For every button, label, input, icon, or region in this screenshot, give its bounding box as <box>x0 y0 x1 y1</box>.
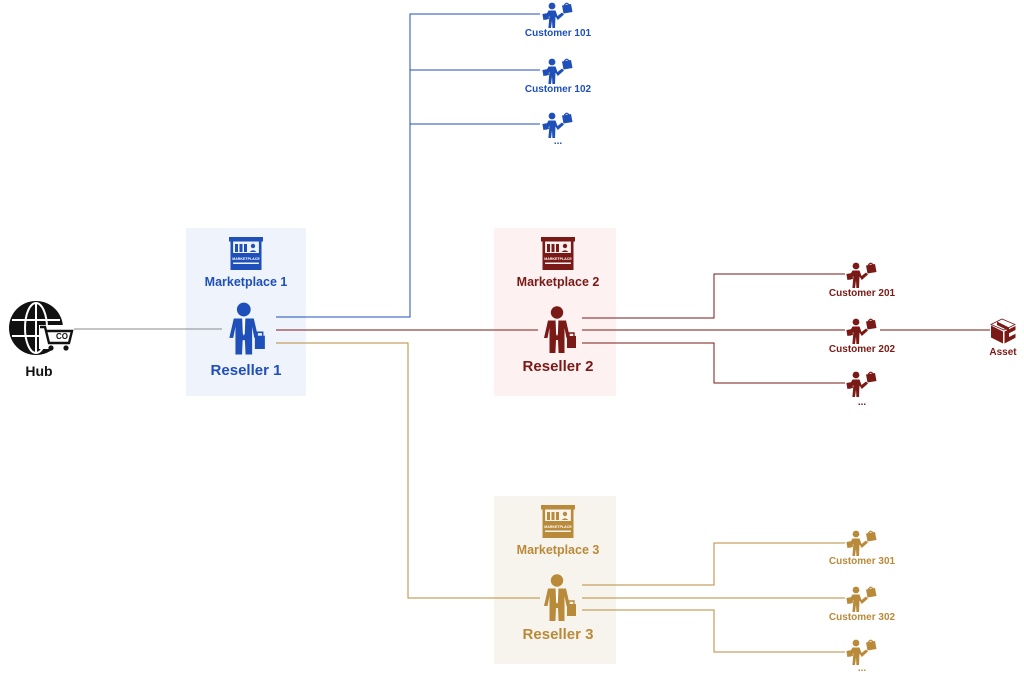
customer-1-more-label: ... <box>553 136 563 147</box>
customer-1-2-icon <box>542 58 574 84</box>
reseller-3-to-customer-301-line <box>582 542 845 586</box>
customer-2-1-icon <box>846 262 878 288</box>
globe-cart-icon: CO <box>9 301 74 355</box>
marketplace-3-stall-icon <box>541 505 575 538</box>
reseller-2-person-icon <box>543 306 577 354</box>
customer-202-label: Customer 202 <box>828 344 896 355</box>
customer-302-label: Customer 302 <box>828 612 896 623</box>
customer-2-3-icon <box>846 371 878 397</box>
reseller-2-to-customer-2-more-line <box>582 342 845 384</box>
customer-201-label: Customer 201 <box>828 288 896 299</box>
reseller-1-person-icon <box>228 302 266 356</box>
customer-2-more-label: ... <box>857 397 867 408</box>
asset-label: Asset <box>989 347 1017 358</box>
marketplace-1-label: Marketplace 1 <box>204 275 288 289</box>
customer-3-2-icon <box>846 586 878 612</box>
customer-1-3-icon <box>542 112 574 138</box>
customer-101-label: Customer 101 <box>524 28 592 39</box>
marketplace-3-label: Marketplace 3 <box>516 543 600 557</box>
reseller-1-to-customer-101-line <box>276 13 540 318</box>
customer-301-label: Customer 301 <box>828 556 896 567</box>
reseller-3-label: Reseller 3 <box>522 626 594 643</box>
customer-1-1-icon <box>542 2 574 28</box>
customer-3-more-label: ... <box>857 663 867 674</box>
nodes: MARKETPLACE MARKETPLACE MARKETPLACE <box>228 2 1016 665</box>
stall-sign-text: MARKETPLACE <box>544 525 572 529</box>
customer-3-3-icon <box>846 639 878 665</box>
customer-102-label: Customer 102 <box>524 84 592 95</box>
customer-2-2-icon <box>846 318 878 344</box>
reseller-3-to-customer-3-more-line <box>582 609 845 653</box>
reseller-2-to-customer-201-line <box>582 273 845 319</box>
svg-text:CO: CO <box>56 332 68 341</box>
marketplace-2-stall-icon <box>541 237 575 270</box>
reseller-3-person-icon <box>543 574 577 622</box>
stall-sign-text: MARKETPLACE <box>544 257 572 261</box>
customer-3-1-icon <box>846 530 878 556</box>
marketplace-1-stall-icon <box>229 237 263 270</box>
reseller-2-label: Reseller 2 <box>522 358 594 375</box>
hub-label: Hub <box>25 363 53 379</box>
stall-sign-text: MARKETPLACE <box>232 257 260 261</box>
connectors <box>74 13 990 653</box>
reseller-1-to-reseller-3-line <box>276 342 540 599</box>
marketplace-2-label: Marketplace 2 <box>516 275 600 289</box>
reseller-1-label: Reseller 1 <box>210 362 282 379</box>
asset-cube-icon <box>990 318 1016 344</box>
